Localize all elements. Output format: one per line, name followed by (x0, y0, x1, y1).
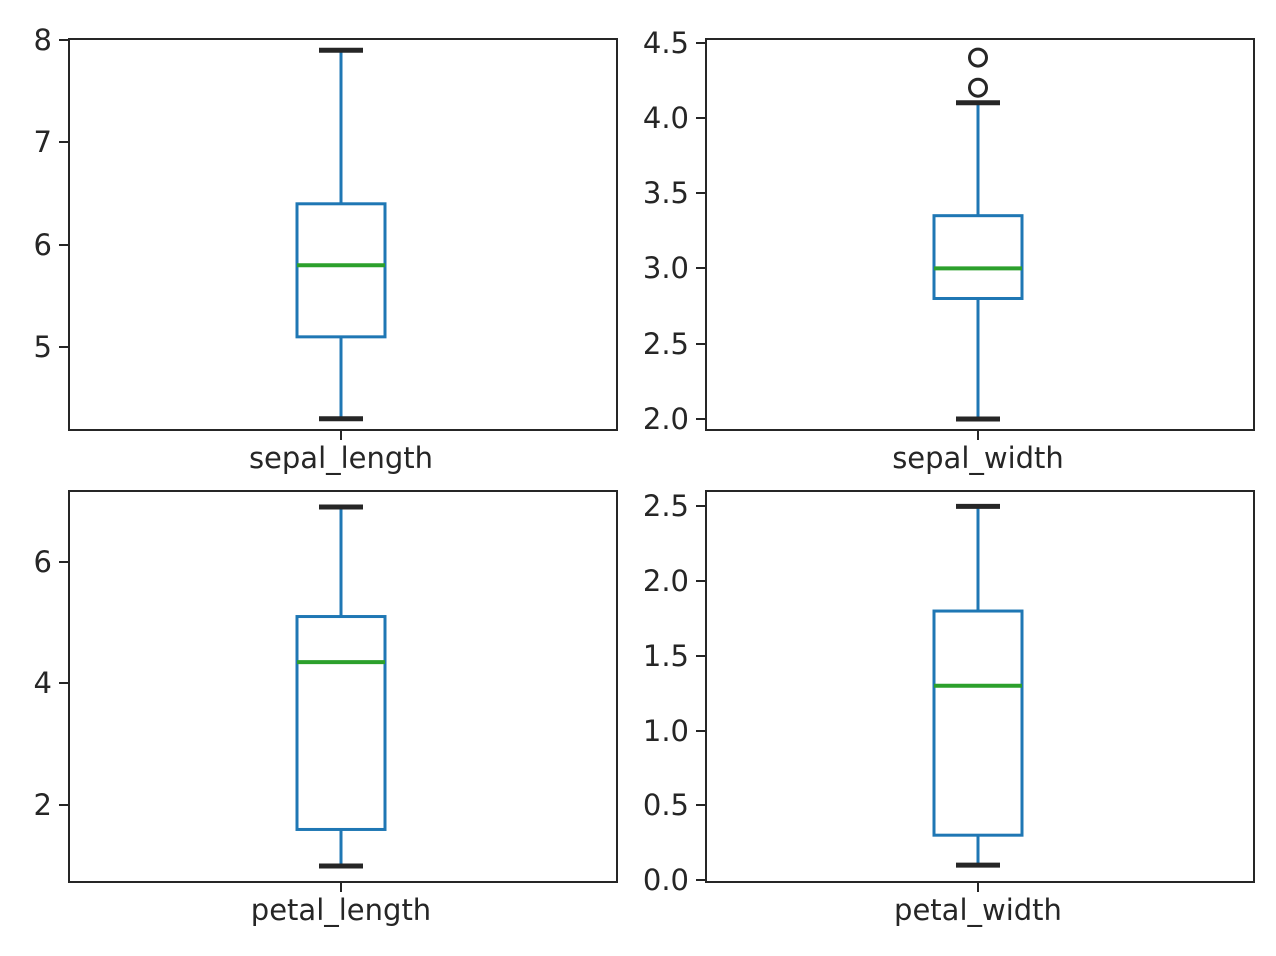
y-tick-label: 3.0 (642, 251, 689, 286)
outlier-marker (968, 47, 988, 68)
y-tick-mark (59, 39, 68, 42)
y-tick-mark (696, 729, 705, 732)
y-tick-label: 2.0 (642, 564, 689, 599)
y-tick-label: 6 (33, 227, 52, 262)
y-tick-mark (59, 560, 68, 563)
x-tick-mark (977, 431, 979, 440)
y-tick-mark (696, 580, 705, 583)
x-axis-category-label: petal_width (894, 893, 1062, 927)
y-tick-mark (696, 267, 705, 270)
y-tick-mark (696, 654, 705, 657)
box-iqr (932, 609, 1024, 837)
y-tick-mark (696, 417, 705, 420)
y-tick-label: 0.5 (642, 788, 689, 823)
y-tick-label: 1.0 (642, 713, 689, 748)
x-axis-category-label: sepal_width (892, 441, 1064, 475)
axes-frame (68, 38, 618, 431)
y-tick-label: 8 (33, 23, 52, 58)
y-tick-label: 2.0 (642, 401, 689, 436)
y-tick-label: 4.5 (642, 25, 689, 60)
y-tick-mark (59, 682, 68, 685)
y-tick-mark (696, 116, 705, 119)
y-tick-label: 2.5 (642, 326, 689, 361)
y-tick-label: 2 (33, 788, 52, 823)
x-tick-mark (977, 883, 979, 892)
x-axis-category-label: sepal_length (248, 441, 434, 475)
box-iqr (295, 202, 387, 339)
y-tick-mark (59, 346, 68, 349)
y-tick-label: 5 (33, 330, 52, 365)
y-tick-mark (59, 243, 68, 246)
x-tick-mark (340, 431, 342, 440)
y-tick-label: 1.5 (642, 638, 689, 673)
x-axis-category-label: petal_length (250, 893, 432, 927)
y-tick-label: 4 (33, 666, 52, 701)
y-tick-label: 3.5 (642, 176, 689, 211)
y-tick-mark (696, 804, 705, 807)
y-tick-mark (59, 804, 68, 807)
box-iqr (295, 615, 387, 831)
y-tick-mark (696, 505, 705, 508)
outlier-marker (968, 77, 988, 98)
x-tick-mark (340, 883, 342, 892)
y-tick-mark (696, 41, 705, 44)
y-tick-label: 2.5 (642, 489, 689, 524)
y-tick-label: 7 (33, 125, 52, 160)
axes-frame (68, 490, 618, 883)
y-tick-mark (696, 192, 705, 195)
y-tick-label: 4.0 (642, 100, 689, 135)
y-tick-mark (696, 879, 705, 881)
box-iqr (932, 214, 1024, 300)
y-tick-label: 6 (33, 544, 52, 579)
y-tick-mark (59, 141, 68, 144)
y-tick-label: 0.0 (642, 863, 689, 897)
y-tick-mark (696, 342, 705, 345)
